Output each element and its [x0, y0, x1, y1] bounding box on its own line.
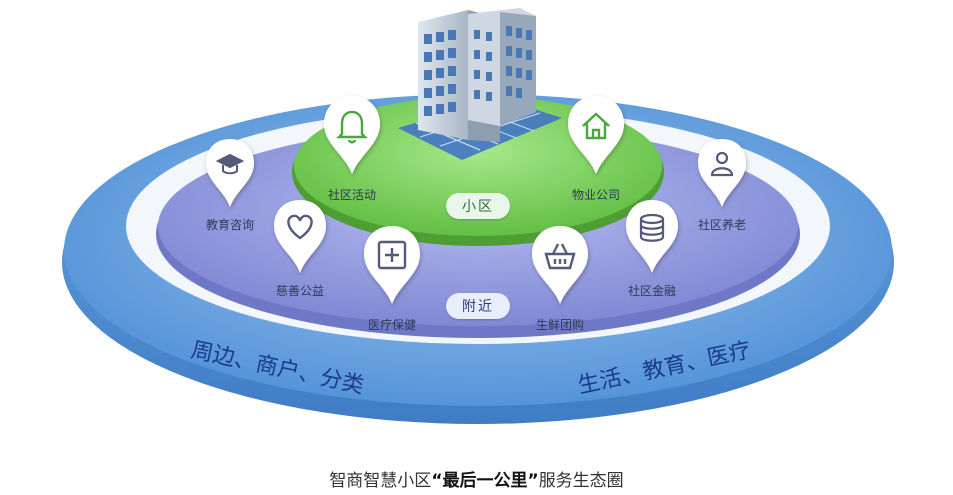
- label-healthcare: 医疗保健: [367, 318, 417, 332]
- pin-finance: [626, 200, 678, 273]
- diagram-caption: 智商智慧小区“最后一公里”服务生态圈: [0, 466, 953, 491]
- graduation-cap-icon: [215, 153, 245, 175]
- caption-open-quote: “: [431, 471, 443, 491]
- pin-community-activity: [324, 96, 380, 174]
- label-finance: 社区金融: [627, 284, 677, 298]
- caption-prefix: 智商智慧小区: [329, 471, 432, 491]
- label-education: 教育咨询: [205, 218, 255, 232]
- home-icon: [582, 112, 610, 140]
- inner-ring-label: 小区: [446, 193, 510, 219]
- basket-icon: [544, 243, 576, 270]
- pin-grocery: [532, 226, 588, 304]
- coins-icon: [639, 213, 665, 242]
- medical-plus-icon: [377, 240, 407, 270]
- pin-education: [206, 139, 254, 207]
- pin-healthcare: [364, 226, 420, 304]
- middle-ring-label: 附近: [446, 293, 510, 319]
- pin-property-company: [568, 96, 624, 174]
- building-icon: [418, 8, 536, 142]
- caption-close-quote: ”: [527, 471, 539, 491]
- caption-highlight: 最后一公里: [442, 471, 528, 491]
- caption-suffix: 服务生态圈: [538, 471, 624, 491]
- person-icon: [710, 151, 734, 177]
- label-grocery: 生鲜团购: [535, 318, 585, 332]
- pin-elderly-care: [698, 139, 746, 207]
- heart-icon: [287, 214, 313, 240]
- label-property-company: 物业公司: [571, 188, 621, 202]
- label-elderly-care: 社区养老: [697, 218, 747, 232]
- bell-icon: [336, 110, 368, 144]
- label-charity: 慈善公益: [275, 284, 325, 298]
- label-community-activity: 社区活动: [327, 188, 377, 202]
- pin-charity: [274, 200, 326, 273]
